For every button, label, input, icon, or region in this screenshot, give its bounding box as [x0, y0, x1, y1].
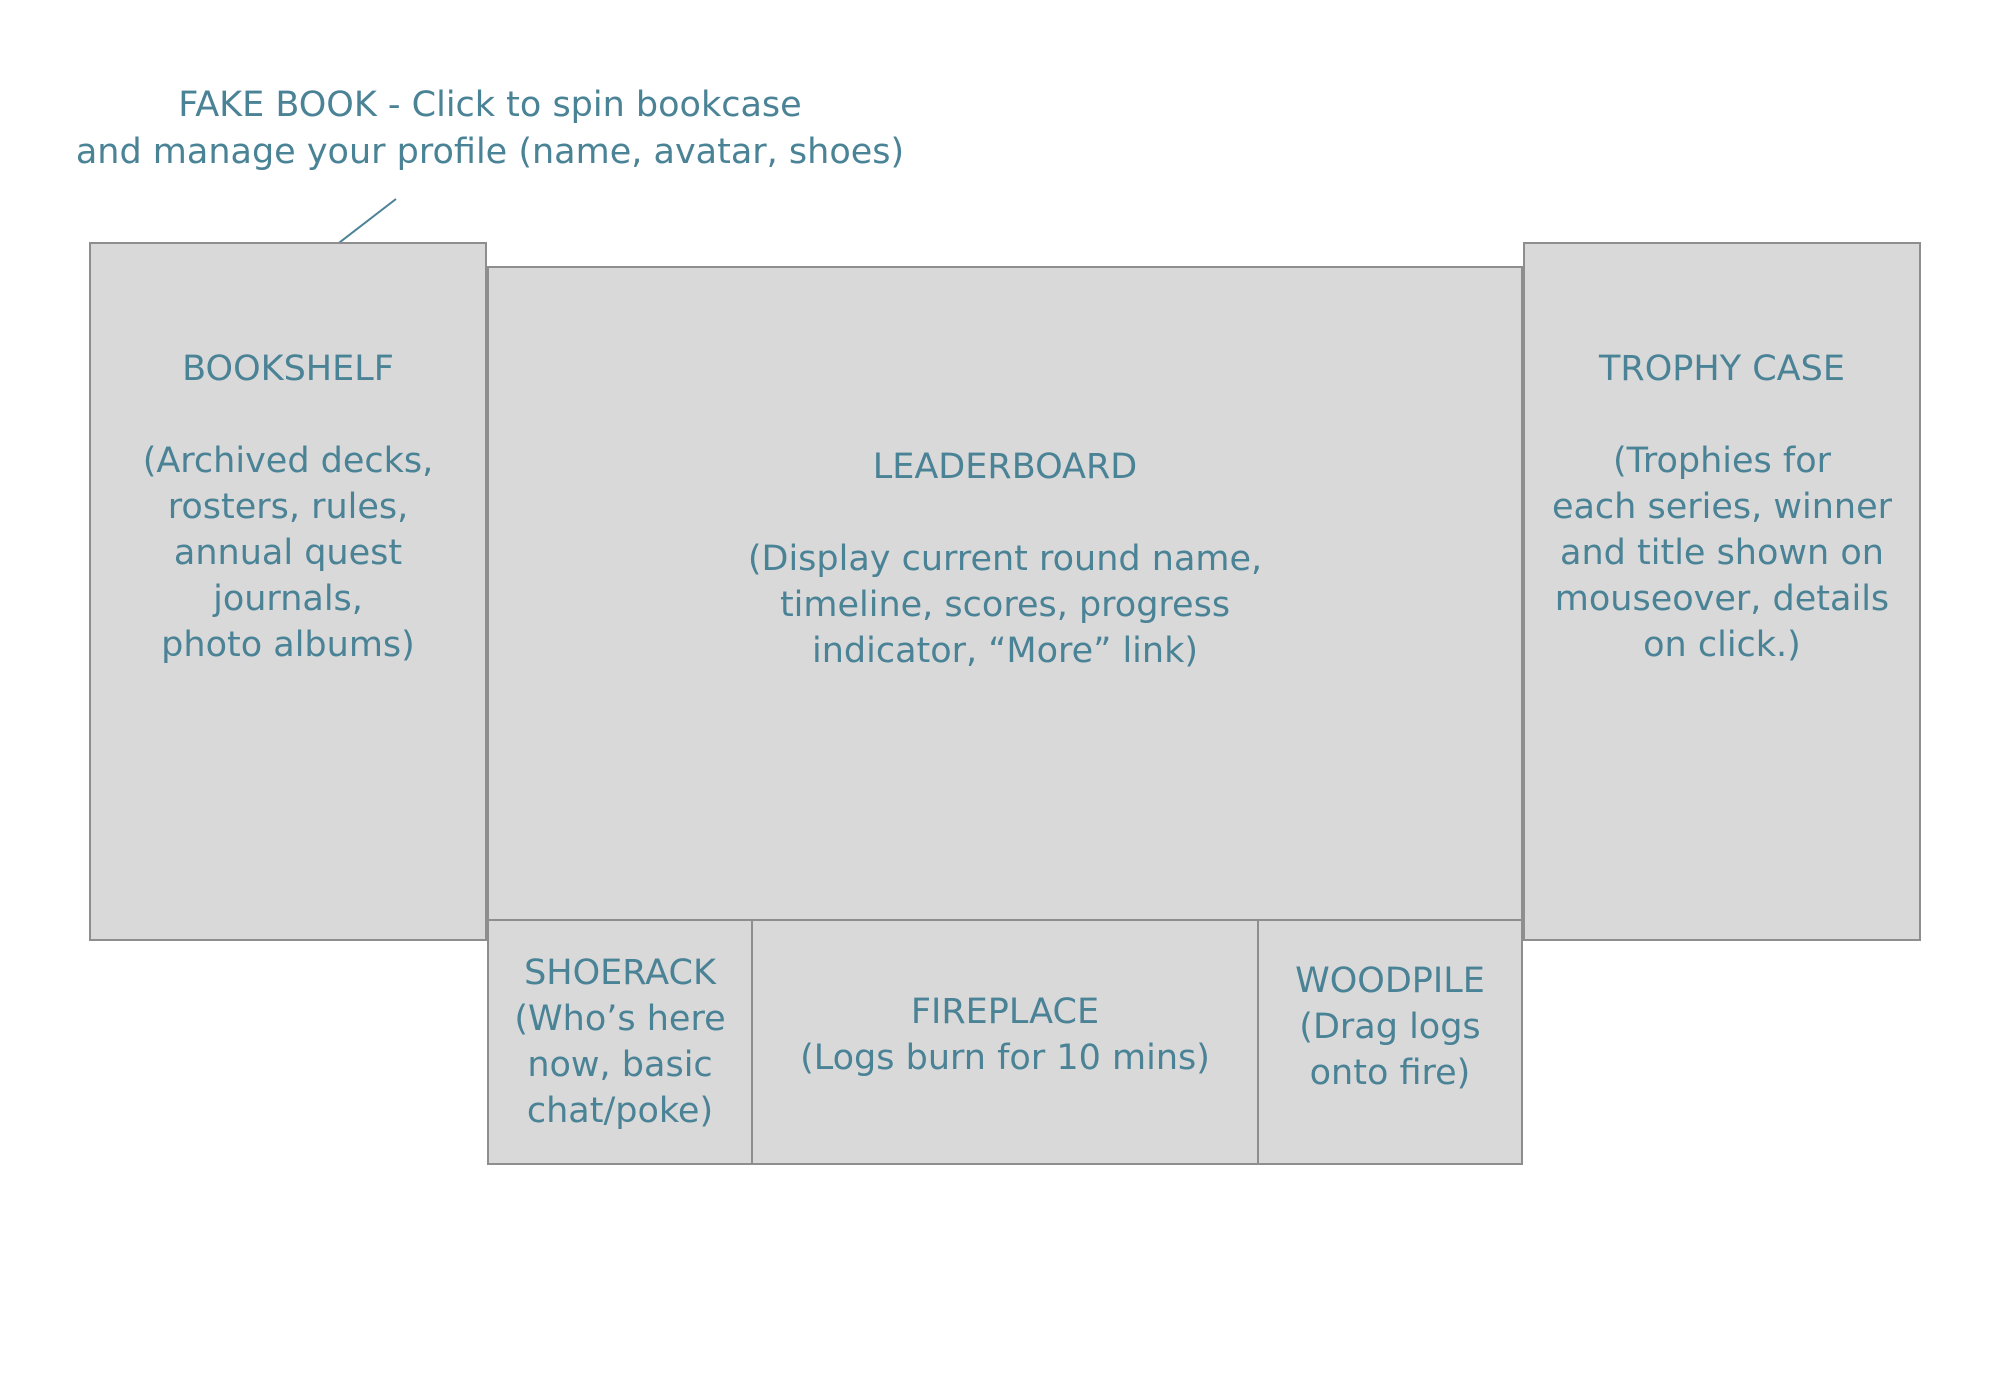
- woodpile-panel[interactable]: WOODPILE (Drag logs onto fire): [1257, 919, 1523, 1165]
- fireplace-panel[interactable]: FIREPLACE (Logs burn for 10 mins): [751, 919, 1259, 1165]
- bookshelf-title: BOOKSHELF: [182, 348, 394, 389]
- shoerack-description: (Who’s here now, basic chat/poke): [514, 999, 726, 1131]
- trophy-case-title: TROPHY CASE: [1599, 348, 1845, 389]
- woodpile-title: WOODPILE: [1295, 961, 1485, 1001]
- leaderboard-title: LEADERBOARD: [872, 446, 1138, 487]
- leaderboard-description: (Display current round name, timeline, s…: [747, 538, 1263, 671]
- woodpile-description: (Drag logs onto fire): [1299, 1007, 1481, 1093]
- annotation-line-2: and manage your profile (name, avatar, s…: [75, 132, 905, 172]
- annotation-line-1: FAKE BOOK - Click to spin bookcase: [178, 85, 802, 125]
- bookshelf-description: (Archived decks, rosters, rules, annual …: [142, 440, 434, 665]
- trophy-case-description: (Trophies for each series, winner and ti…: [1551, 440, 1893, 665]
- shoerack-panel[interactable]: SHOERACK (Who’s here now, basic chat/pok…: [487, 919, 753, 1165]
- shoerack-title: SHOERACK: [524, 953, 716, 993]
- fake-book-annotation: FAKE BOOK - Click to spin bookcase and m…: [60, 82, 920, 176]
- trophy-case-panel[interactable]: TROPHY CASE (Trophies for each series, w…: [1523, 242, 1921, 941]
- bookshelf-panel[interactable]: BOOKSHELF (Archived decks, rosters, rule…: [89, 242, 487, 941]
- leaderboard-panel[interactable]: LEADERBOARD (Display current round name,…: [487, 266, 1523, 921]
- fireplace-title: FIREPLACE: [910, 992, 1100, 1032]
- fireplace-description: (Logs burn for 10 mins): [800, 1038, 1210, 1078]
